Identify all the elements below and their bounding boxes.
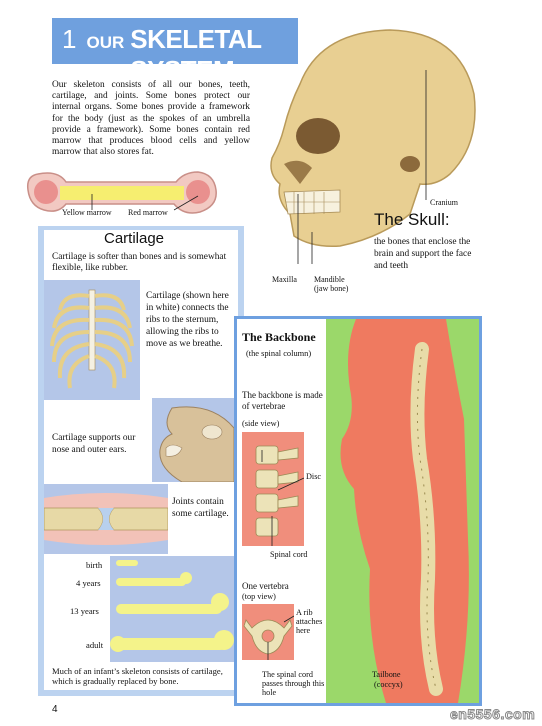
yellow-marrow-label: Yellow marrow <box>62 208 112 217</box>
joint-image <box>43 493 169 545</box>
watermark: en5556.com <box>449 706 536 723</box>
spinal-cord-label: Spinal cord <box>270 550 308 559</box>
long-bone-image <box>26 171 217 214</box>
vertebra-top-image <box>243 615 295 660</box>
long-bone-illustration: Yellow marrow Red marrow <box>24 164 220 224</box>
red-marrow-label: Red marrow <box>128 208 168 217</box>
one-vertebra-label: One vertebra <box>242 581 289 591</box>
cartilage-intro: Cartilage is softer than bones and is so… <box>52 252 227 273</box>
bone-growth-illustration <box>110 556 238 662</box>
bone-growth-image <box>110 560 234 652</box>
age-adult-label: adult <box>86 640 104 650</box>
disc-label: Disc <box>306 472 322 481</box>
nose-illustration <box>152 398 238 483</box>
backbone-subheading: (the spinal column) <box>246 349 312 358</box>
ribcage-image <box>50 289 134 389</box>
cartilage-nose-text: Cartilage supports our nose and outer ea… <box>52 433 136 455</box>
top-view-label: (top view) <box>242 592 276 601</box>
chapter-number: 1 <box>62 24 77 54</box>
side-view-label: (side view) <box>242 419 280 428</box>
backbone-heading: The Backbone <box>242 330 316 344</box>
vertebrae-side-illustration <box>242 432 305 546</box>
spinal-cord-hole-label: The spinal cord passes through this hole <box>262 670 325 697</box>
intro-paragraph: Our skeleton consists of all our bones, … <box>52 80 250 158</box>
mandible-label: Mandible <box>314 275 345 284</box>
backbone-background <box>326 319 479 703</box>
nose-image <box>159 406 235 483</box>
tailbone-label: Tailbone <box>372 670 401 679</box>
mandible-sub-label: (jaw bone) <box>314 284 349 293</box>
vertebra-top-illustration <box>242 604 295 660</box>
cartilage-ribs-text: Cartilage (shown here in white) connects… <box>146 291 229 349</box>
page-title: 1 OUR SKELETAL SYSTEM <box>52 18 298 85</box>
vertebrae-side-image <box>255 445 305 546</box>
cranium-label: Cranium <box>430 198 458 207</box>
skull-heading: The Skull: <box>374 210 450 229</box>
cartilage-heading: Cartilage <box>104 230 165 247</box>
skull-description: the bones that enclose the brain and sup… <box>374 237 472 271</box>
coccyx-label: (coccyx) <box>374 680 403 689</box>
page-number: 4 <box>52 704 58 715</box>
rib-attaches-label: A rib attaches here <box>296 608 323 635</box>
age-13-label: 13 years <box>70 606 99 616</box>
title-main: SKELETAL SYSTEM <box>130 24 262 85</box>
cartilage-footnote: Much of an infant’s skeleton consists of… <box>52 666 223 687</box>
age-4-label: 4 years <box>76 578 101 588</box>
backbone-text: The backbone is made of vertebrae <box>242 390 323 411</box>
maxilla-label: Maxilla <box>272 275 297 284</box>
spine-figure-image <box>340 319 469 703</box>
skull-image <box>270 29 476 268</box>
title-prefix: OUR <box>86 33 125 52</box>
skull-illustration: Cranium <box>260 24 480 268</box>
cartilage-joints-text: Joints contain some cartilage. <box>172 497 229 519</box>
age-birth-label: birth <box>86 560 103 570</box>
joint-illustration <box>43 484 169 554</box>
ribcage-illustration <box>44 280 140 400</box>
